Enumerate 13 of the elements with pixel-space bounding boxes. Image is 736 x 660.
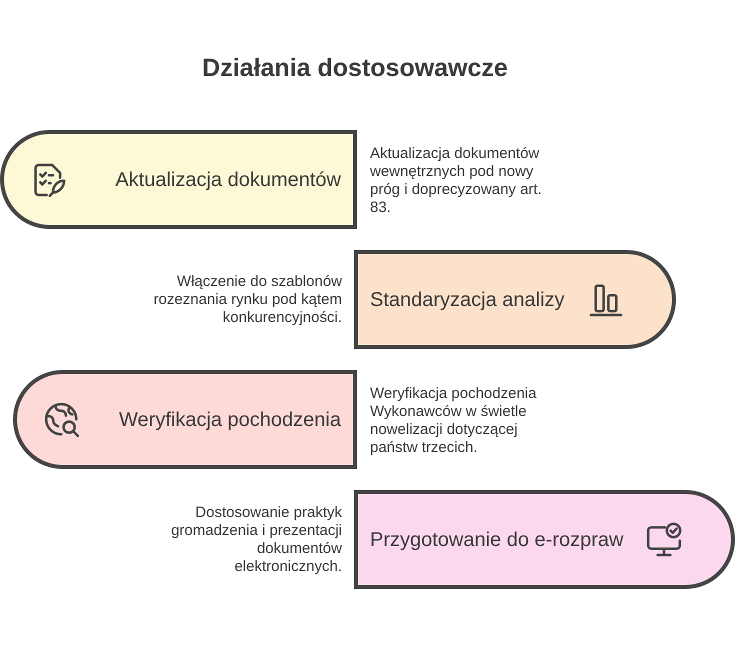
diagram-title: Działania dostosowawcze <box>201 53 509 83</box>
step-title: Weryfikacja pochodzenia <box>119 408 341 432</box>
step-banner <box>354 490 735 589</box>
step-banner <box>0 130 357 229</box>
step-title: Aktualizacja dokumentów <box>115 168 341 192</box>
step-title: Przygotowanie do e-rozpraw <box>370 528 624 552</box>
step-description: Weryfikacja pochodzenia Wykonawców w świetle nowelizacji dotyczącej państw trzecich. <box>370 385 538 457</box>
step-title: Standaryzacja analizy <box>370 288 565 312</box>
step-description: Aktualizacja dokumentów wewnętrznych pod nowy próg i doprecyzowany art. 83. <box>370 145 543 217</box>
step-description: Włączenie do szablonów rozeznania rynku pod kątem konkurencyjności. <box>152 273 342 327</box>
step-banner <box>13 370 357 469</box>
step-banner <box>354 250 676 349</box>
step-description: Dostosowanie praktyk gromadzenia i prezentacji dokumentów elektronicznych. <box>170 504 342 576</box>
